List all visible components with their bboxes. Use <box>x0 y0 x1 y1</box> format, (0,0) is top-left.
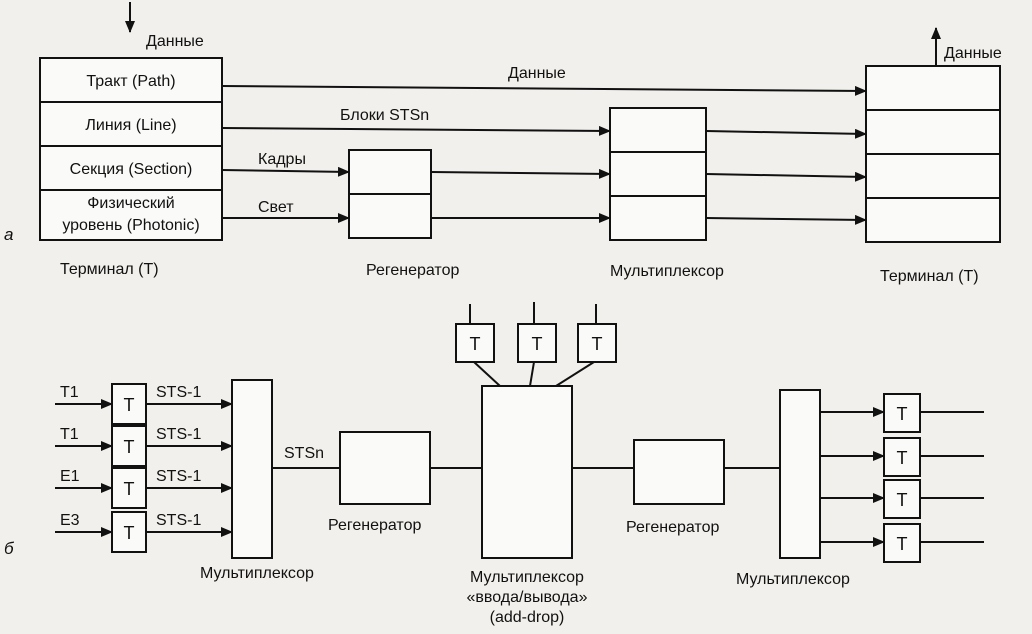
output-terminal-3-label: Т <box>897 490 908 510</box>
output-terminal-1-label: Т <box>897 404 908 424</box>
output-terminal-4 <box>883 523 921 563</box>
drop-terminal-3 <box>577 323 617 363</box>
drop-terminal-1-label: Т <box>470 334 481 354</box>
output-terminal-2-label: Т <box>897 448 908 468</box>
mux1-box <box>231 379 273 559</box>
arrow-label-frames: Кадры <box>258 151 306 168</box>
data-out-label: Данные <box>944 45 1002 62</box>
mux2-box <box>779 389 821 559</box>
arrow-label-data: Данные <box>508 65 566 82</box>
adm-box <box>481 385 573 559</box>
sts-label-1: STS-1 <box>156 384 201 401</box>
stsn-label: STSn <box>284 445 324 462</box>
input-terminal-2-label: Т <box>124 437 135 457</box>
sts-label-4: STS-1 <box>156 512 201 529</box>
output-terminal-2 <box>883 437 921 477</box>
adm-label-line3: (add-drop) <box>490 609 565 626</box>
input-label-3: E1 <box>60 468 80 485</box>
sts-label-3: STS-1 <box>156 468 201 485</box>
input-lines-b <box>55 399 233 537</box>
input-label-4: E3 <box>60 512 80 529</box>
input-label-2: T1 <box>60 426 79 443</box>
regenerator-a-label: Регенератор <box>366 262 459 279</box>
adm-label-line1: Мультиплексор <box>470 569 584 586</box>
adm-label-line2: «ввода/вывода» <box>467 589 588 606</box>
regen1-box <box>339 431 431 505</box>
input-terminal-3-label: Т <box>124 479 135 499</box>
layer-path: Тракт (Path) <box>86 73 175 90</box>
mux2-label: Мультиплексор <box>736 571 850 588</box>
input-terminal-4 <box>111 511 147 553</box>
input-terminal-1-label: Т <box>124 395 135 415</box>
input-terminal-3 <box>111 467 147 509</box>
part-b-marker: б <box>4 539 15 558</box>
drop-terminal-3-label: Т <box>592 334 603 354</box>
data-in-label: Данные <box>146 33 204 50</box>
multiplexer-a-label: Мультиплексор <box>610 263 724 280</box>
part-a-marker: а <box>4 225 13 244</box>
layer-photonic-line1: Физический <box>87 195 174 212</box>
drop-terminal-2 <box>517 323 557 363</box>
arrow-label-blocks: Блоки STSn <box>340 107 429 124</box>
terminal-left-label: Терминал (Т) <box>60 261 159 278</box>
mux1-label: Мультиплексор <box>200 565 314 582</box>
output-lines-b <box>820 407 984 547</box>
arrow-label-light: Свет <box>258 199 294 216</box>
drop-links <box>469 302 597 387</box>
input-terminal-2 <box>111 425 147 467</box>
terminal-left-stack <box>39 57 223 241</box>
input-label-1: T1 <box>60 384 79 401</box>
layer-section: Секция (Section) <box>70 161 193 178</box>
terminal-right-label: Терминал (Т) <box>880 268 979 285</box>
sts-label-2: STS-1 <box>156 426 201 443</box>
input-terminal-4-label: Т <box>124 523 135 543</box>
layer-photonic-line2: уровень (Photonic) <box>62 217 199 234</box>
terminal-right-stack <box>865 65 1001 243</box>
input-terminal-1 <box>111 383 147 425</box>
regen2-box <box>633 439 725 505</box>
drop-terminal-1 <box>455 323 495 363</box>
output-terminal-4-label: Т <box>897 534 908 554</box>
regen2-label: Регенератор <box>626 519 719 536</box>
layer-line: Линия (Line) <box>85 117 176 134</box>
multiplexer-a-box <box>609 107 707 241</box>
drop-terminal-2-label: Т <box>532 334 543 354</box>
regen1-label: Регенератор <box>328 517 421 534</box>
output-terminal-1 <box>883 393 921 433</box>
regenerator-a-box <box>348 149 432 239</box>
flow-arrows-a <box>221 85 867 225</box>
output-terminal-3 <box>883 479 921 519</box>
